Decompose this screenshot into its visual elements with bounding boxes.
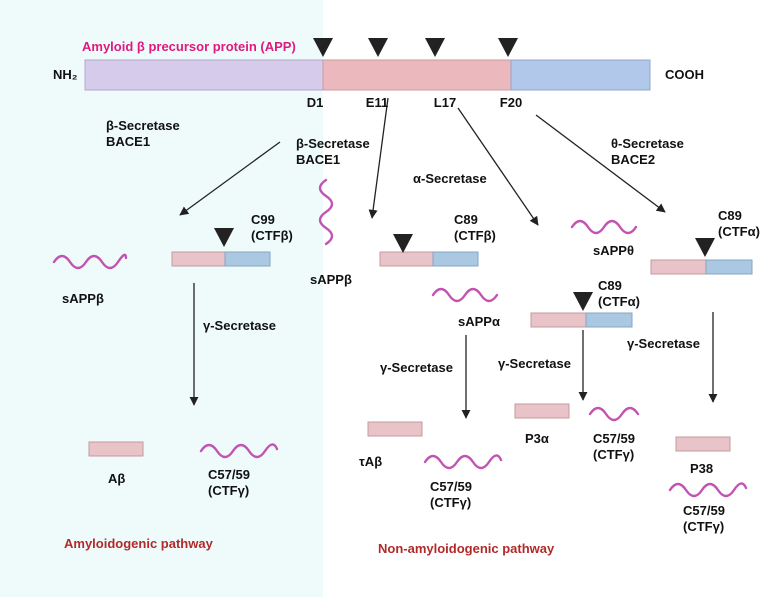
p3a-label: P3α bbox=[525, 431, 549, 446]
sapp-beta-wave-left bbox=[52, 253, 128, 270]
abeta-label: Aβ bbox=[108, 471, 126, 486]
sapp-theta-label: sAPPθ bbox=[593, 243, 634, 258]
c5759-label-1: C57/59 (CTFγ) bbox=[208, 467, 250, 498]
sapp-alpha-wave bbox=[431, 287, 499, 303]
p38-fragment bbox=[675, 436, 731, 452]
amyloidogenic-pathway-label: Amyloidogenic pathway bbox=[64, 536, 213, 551]
site-f20-label: F20 bbox=[499, 95, 523, 110]
arrow-alpha bbox=[457, 107, 539, 226]
c89-alpha-blue bbox=[585, 312, 633, 328]
gamma-secretase-label-4: γ-Secretase bbox=[627, 336, 700, 351]
c89-alpha-label: C89 (CTFα) bbox=[598, 278, 640, 309]
c5759-wave-3 bbox=[588, 406, 640, 422]
c89-beta-label: C89 (CTFβ) bbox=[454, 212, 496, 243]
n-terminus-label: NH₂ bbox=[53, 67, 78, 82]
sapp-beta-wave-vertical bbox=[318, 178, 334, 246]
cleavage-marker-d1 bbox=[313, 38, 333, 57]
p3a-fragment bbox=[514, 403, 570, 419]
app-segment-n bbox=[84, 59, 324, 91]
cleavage-marker-e11 bbox=[368, 38, 388, 57]
c5759-wave-2 bbox=[423, 454, 503, 470]
c89-theta-blue bbox=[705, 259, 753, 275]
beta-secretase-left-label: β-Secretase BACE1 bbox=[106, 118, 180, 149]
tau-abeta-label: τAβ bbox=[359, 454, 383, 469]
c89-alpha-pink bbox=[530, 312, 587, 328]
c5759-label-3: C57/59 (CTFγ) bbox=[593, 431, 635, 462]
arrow-beta-mid bbox=[368, 97, 389, 219]
tau-abeta-fragment bbox=[367, 421, 423, 437]
p38-label: P38 bbox=[690, 461, 714, 476]
c89-theta-pink bbox=[650, 259, 707, 275]
app-title: Amyloid β precursor protein (APP) bbox=[82, 39, 296, 54]
gamma-secretase-label-1: γ-Secretase bbox=[203, 318, 276, 333]
site-d1-label: D1 bbox=[306, 95, 324, 110]
app-segment-mid bbox=[322, 59, 512, 91]
gamma-secretase-label-3: γ-Secretase bbox=[498, 356, 571, 371]
sapp-beta-mid-label: sAPPβ bbox=[310, 272, 352, 287]
c5759-wave-4 bbox=[668, 482, 748, 498]
alpha-secretase-label: α-Secretase bbox=[413, 171, 487, 186]
app-segment-c bbox=[510, 59, 651, 91]
c99-cleavage-marker bbox=[214, 228, 234, 247]
sapp-beta-left-label: sAPPβ bbox=[62, 291, 104, 306]
c5759-wave-1 bbox=[199, 443, 279, 459]
sapp-alpha-label: sAPPα bbox=[458, 314, 500, 329]
site-l17-label: L17 bbox=[433, 95, 457, 110]
abeta-fragment bbox=[88, 441, 144, 457]
c89-theta-label: C89 (CTFα) bbox=[718, 208, 760, 239]
c89-theta-cleavage-marker bbox=[695, 238, 715, 257]
cleavage-marker-f20 bbox=[498, 38, 518, 57]
beta-secretase-mid-label: β-Secretase BACE1 bbox=[296, 136, 370, 167]
non-amyloidogenic-pathway-label: Non-amyloidogenic pathway bbox=[378, 541, 555, 556]
amyloidogenic-background bbox=[0, 0, 323, 597]
c5759-label-2: C57/59 (CTFγ) bbox=[430, 479, 472, 510]
c89-beta-cleavage-marker bbox=[393, 234, 413, 253]
gamma-secretase-label-2: γ-Secretase bbox=[380, 360, 453, 375]
c89-beta-blue bbox=[432, 251, 479, 267]
c99-blue bbox=[224, 251, 271, 267]
c89-beta-pink bbox=[379, 251, 434, 267]
cleavage-marker-l17 bbox=[425, 38, 445, 57]
arrow-theta bbox=[535, 114, 666, 213]
c99-pink bbox=[171, 251, 226, 267]
c99-label: C99 (CTFβ) bbox=[251, 212, 293, 243]
c-terminus-label: COOH bbox=[665, 67, 704, 82]
arrow-beta-left bbox=[179, 141, 281, 216]
site-e11-label: E11 bbox=[365, 95, 389, 110]
c89-alpha-cleavage-marker bbox=[573, 292, 593, 311]
c5759-label-4: C57/59 (CTFγ) bbox=[683, 503, 725, 534]
sapp-theta-wave bbox=[570, 219, 638, 235]
theta-secretase-label: θ-Secretase BACE2 bbox=[611, 136, 684, 167]
